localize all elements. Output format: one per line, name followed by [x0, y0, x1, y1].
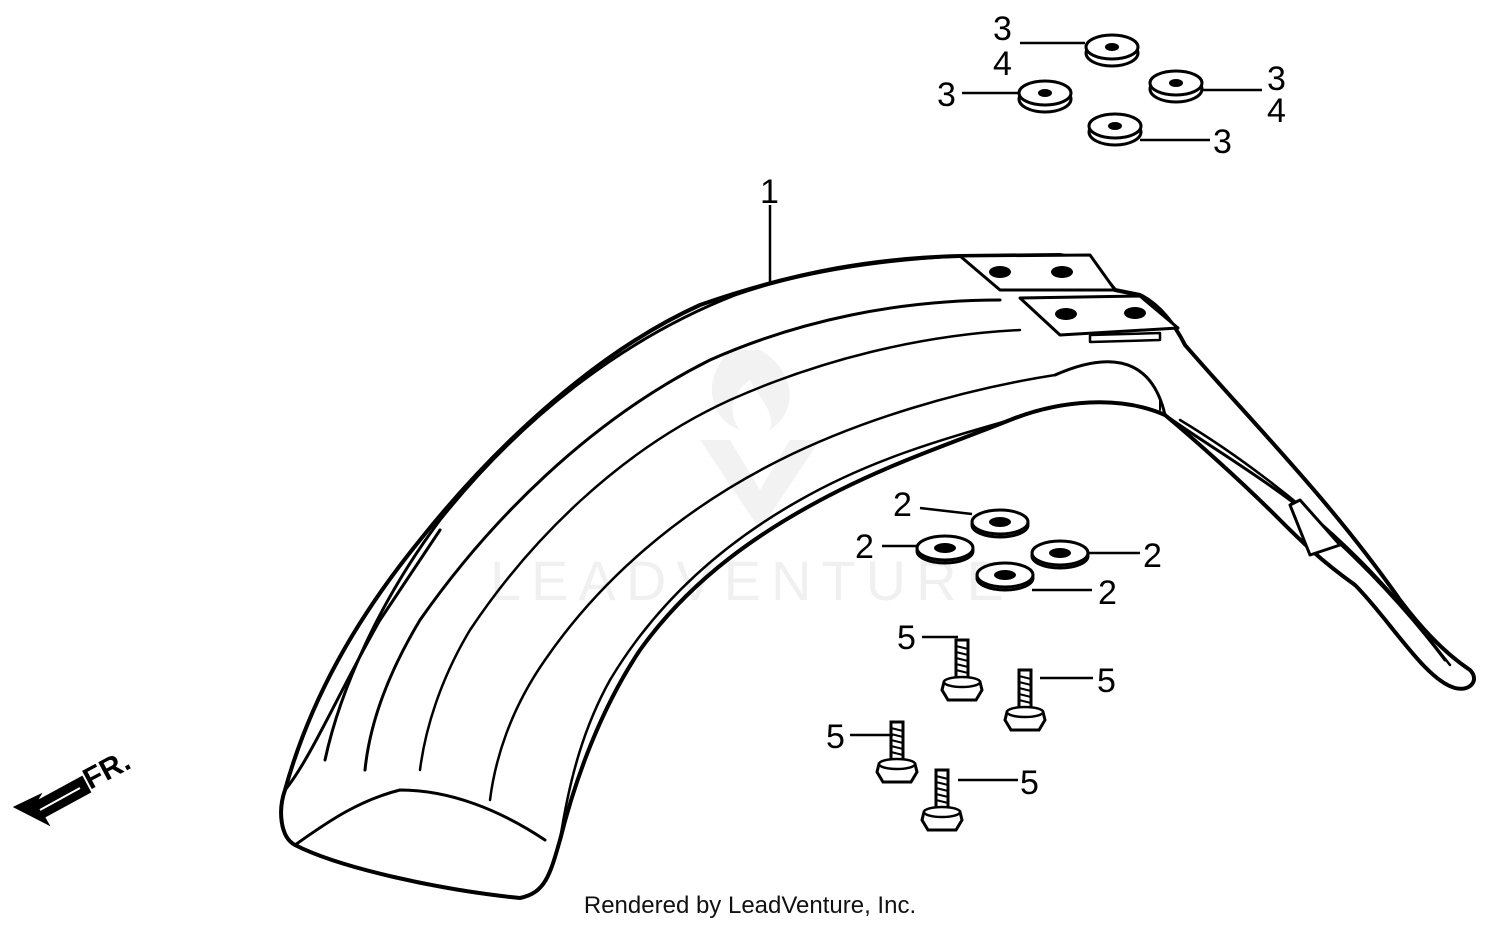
fender-drawing — [279, 253, 1476, 900]
washer-3 — [1030, 539, 1090, 570]
watermark: LEADVENTURE — [490, 350, 1014, 612]
front-arrow-icon — [12, 775, 92, 827]
bolt-3 — [875, 720, 919, 784]
callout-5-label-d: 5 — [1020, 764, 1039, 802]
bolt-group: 5 5 5 5 — [826, 619, 1116, 832]
grommet-2 — [1148, 69, 1204, 104]
fender-outline — [279, 253, 1476, 900]
callout-3-label-a: 3 — [993, 10, 1012, 48]
callout-2-label-c: 2 — [1143, 537, 1162, 575]
callout-part-1: 1 — [760, 173, 779, 285]
washer-group: 2 2 2 2 — [855, 486, 1162, 612]
grommet-4 — [1087, 112, 1143, 147]
grommet-group: 3 4 3 3 4 3 — [937, 10, 1286, 161]
callout-4-label-b: 4 — [1267, 92, 1286, 130]
callout-2-label-a: 2 — [893, 486, 912, 524]
callout-1-label: 1 — [760, 173, 779, 211]
callout-5-label-b: 5 — [1097, 662, 1116, 700]
callout-2-label-d: 2 — [1098, 574, 1117, 612]
callout-3-label-c: 3 — [1267, 60, 1286, 98]
callout-5-label-c: 5 — [826, 718, 845, 756]
washer-4 — [975, 561, 1035, 592]
callout-4-label-a: 4 — [993, 45, 1012, 83]
bolt-2 — [1003, 668, 1047, 732]
grommet-1 — [1084, 33, 1140, 68]
callout-3-label-b: 3 — [937, 76, 956, 114]
bolt-1 — [940, 638, 984, 702]
grommet-3 — [1017, 79, 1073, 114]
bolt-4 — [920, 768, 964, 832]
washer-2 — [915, 534, 975, 565]
footer-credit: Rendered by LeadVenture, Inc. — [583, 892, 917, 919]
washer-1 — [970, 508, 1030, 539]
callout-5-label-a: 5 — [897, 619, 916, 657]
callout-3-label-d: 3 — [1213, 123, 1232, 161]
watermark-text: LEADVENTURE — [490, 549, 1014, 612]
front-direction-indicator: FR. — [12, 744, 136, 827]
callout-2-label-b: 2 — [855, 528, 874, 566]
